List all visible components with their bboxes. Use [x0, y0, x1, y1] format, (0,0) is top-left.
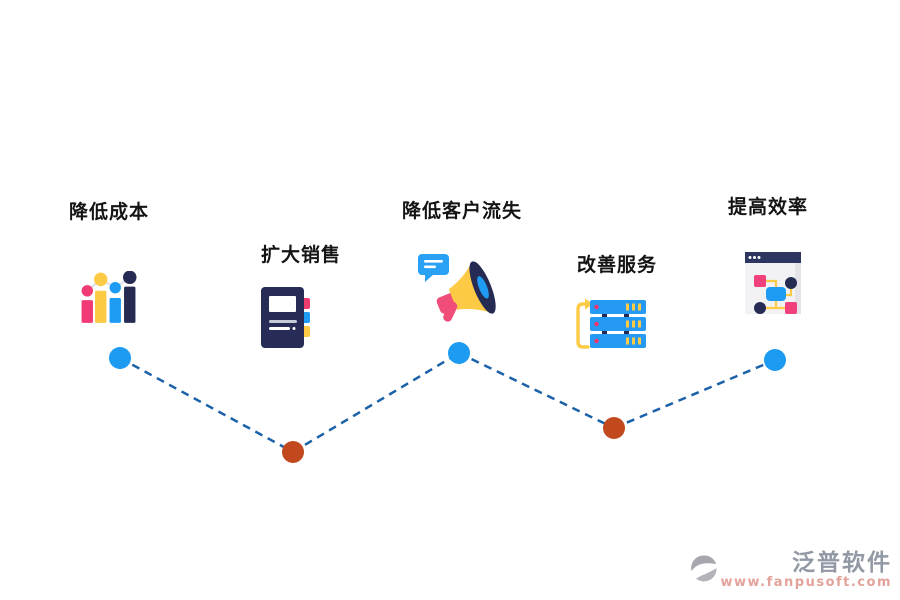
notebook-icon [261, 287, 311, 352]
timeline-dot [109, 347, 131, 369]
browser-flowchart-icon [745, 252, 803, 320]
brand-url: www.fanpusoft.com [720, 575, 892, 591]
server-stack-icon [574, 296, 648, 354]
timeline-dot [448, 342, 470, 364]
timeline-dot [764, 349, 786, 371]
brand-name: 泛普软件 [792, 550, 892, 577]
bar-chart-people-icon [79, 270, 137, 327]
timeline-dot [282, 441, 304, 463]
megaphone-icon [416, 250, 500, 330]
brand-watermark: 泛普软件 www.fanpusoft.com [690, 551, 892, 591]
timeline-dot [603, 417, 625, 439]
brand-logo-icon [690, 554, 718, 586]
node-label-reduce-churn: 降低客户流失 [402, 200, 523, 222]
node-label-improve-efficiency: 提高效率 [728, 196, 809, 218]
node-label-expand-sales: 扩大销售 [261, 244, 342, 266]
node-label-improve-service: 改善服务 [577, 254, 658, 276]
node-label-reduce-cost: 降低成本 [69, 201, 150, 223]
